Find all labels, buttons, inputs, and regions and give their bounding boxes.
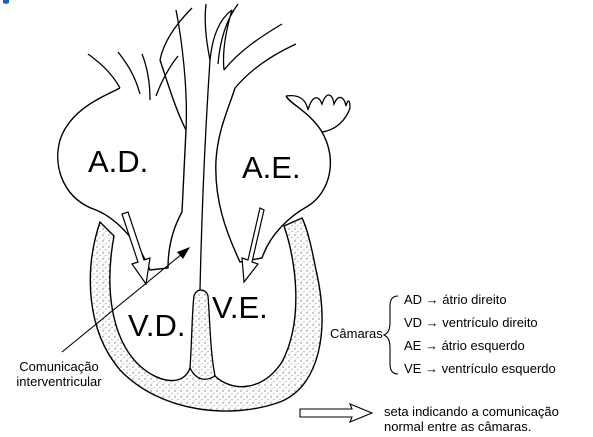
- legend-item-ve: VE → ventrículo esquerdo: [404, 361, 556, 376]
- arrow-note-line-1: seta indicando a comunicação: [384, 404, 559, 419]
- label-left-atrium: A.E.: [242, 150, 301, 186]
- arrow-note: seta indicando a comunicação normal entr…: [384, 404, 559, 434]
- arrow-note-line-2: normal entre as câmaras.: [384, 419, 559, 434]
- legend-item-vd: VD → ventrículo direito: [404, 315, 538, 330]
- annotation-line-1: Comunicação: [8, 359, 110, 374]
- legend-title: Câmaras: [330, 326, 383, 341]
- legend-item-ae: AE → átrio esquerdo: [404, 338, 525, 353]
- label-right-atrium: A.D.: [88, 144, 148, 180]
- legend-arrow-icon: [300, 404, 372, 422]
- annotation-line-2: interventricular: [8, 374, 110, 389]
- annotation-ventricular-communication: Comunicação interventricular: [8, 359, 110, 389]
- legend-item-ad: AD → átrio direito: [404, 292, 507, 307]
- corner-mark: [3, 0, 9, 4]
- label-right-ventricle: V.D.: [128, 308, 185, 344]
- legend-brace: [384, 296, 398, 374]
- label-left-ventricle: V.E.: [212, 290, 268, 326]
